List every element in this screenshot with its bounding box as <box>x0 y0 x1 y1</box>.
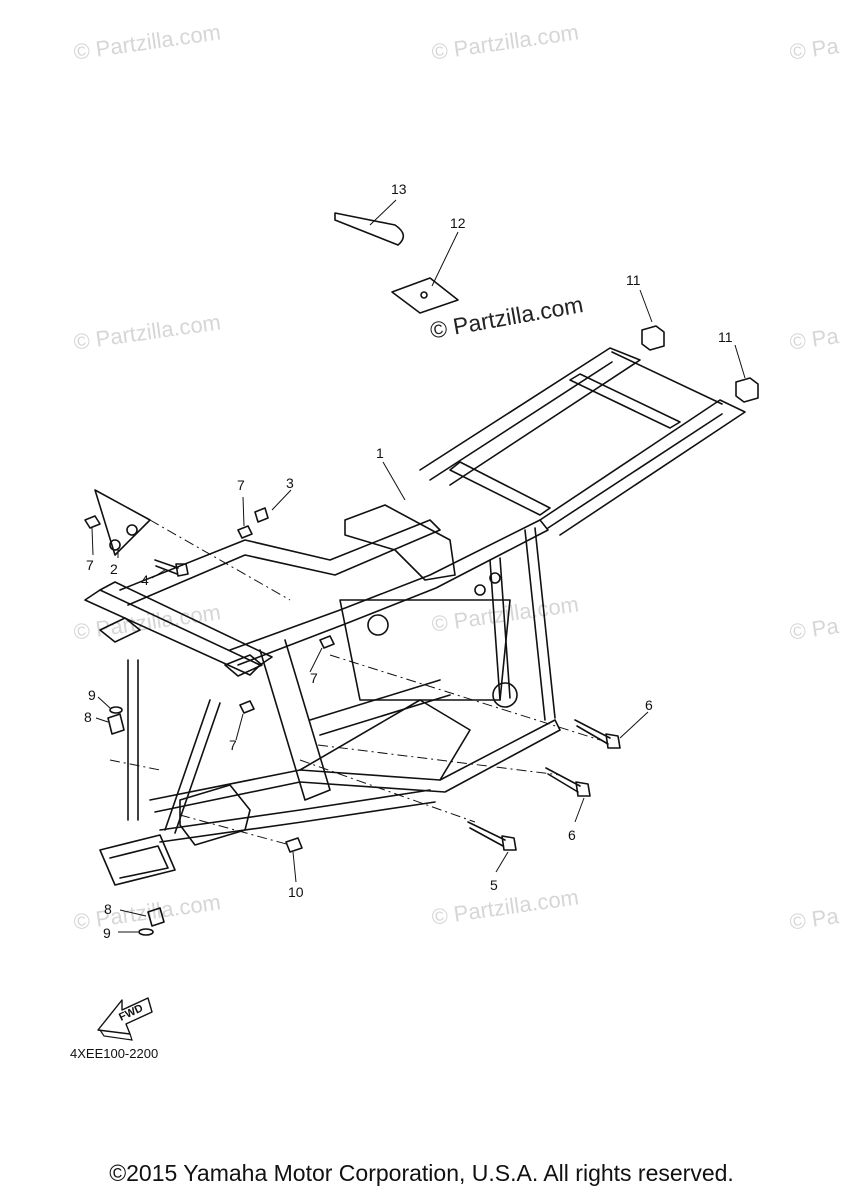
callout-4: 4 <box>141 572 149 588</box>
front-downtube-left <box>127 659 139 821</box>
front-bracket-a <box>99 617 141 643</box>
nut-part-7-b <box>237 525 253 539</box>
rear-downtube-mid <box>489 557 511 701</box>
callout-9: 9 <box>103 925 111 941</box>
callout-2: 2 <box>110 561 118 577</box>
bolt-part-6-a <box>574 719 611 745</box>
lower-crossbar-2 <box>309 679 451 736</box>
callout-3: 3 <box>286 475 294 491</box>
callout-8: 8 <box>104 901 112 917</box>
callout-1: 1 <box>376 445 384 461</box>
callout-7: 7 <box>237 477 245 493</box>
rear-rail-right-lower <box>547 413 723 529</box>
front-skid <box>99 834 176 886</box>
cap-part-11-a <box>641 325 665 351</box>
bolt-part-10 <box>285 837 303 853</box>
callout-10: 10 <box>288 884 304 900</box>
bolt-part-6-b <box>545 767 581 793</box>
rear-crossbar-top <box>611 351 723 405</box>
circlip-part-9-upper <box>109 706 123 714</box>
center-loop <box>259 639 331 801</box>
callout-13: 13 <box>391 181 407 197</box>
rear-rail-left-lower <box>429 361 613 481</box>
upper-main-tube-right <box>229 519 549 666</box>
nut-part-7-c <box>319 635 335 649</box>
nut-part-7-d <box>239 700 255 714</box>
callout-9: 9 <box>88 687 96 703</box>
collar-part-8-upper <box>107 713 125 735</box>
collar-part-8-lower <box>147 907 165 927</box>
lower-rail-left <box>149 719 561 813</box>
decal-part-13 <box>334 212 405 246</box>
bolt-part-3 <box>254 507 269 523</box>
fwd-arrow-icon: FWD <box>97 997 153 1041</box>
front-cross-member-2 <box>99 581 273 666</box>
callout-7: 7 <box>86 557 94 573</box>
callout-7: 7 <box>229 737 237 753</box>
callout-8: 8 <box>84 709 92 725</box>
callout-7: 7 <box>310 670 318 686</box>
diagram-code: 4XEE100-2200 <box>70 1046 159 1061</box>
front-downtube-right <box>164 699 221 834</box>
callout-11: 11 <box>718 329 733 345</box>
washer-group-outline <box>94 489 151 556</box>
rear-rail-right <box>539 399 746 536</box>
callout-12: 12 <box>450 215 466 231</box>
rear-rail-left <box>419 347 641 486</box>
callout-6: 6 <box>645 697 653 713</box>
washer-part-2-a <box>109 539 121 551</box>
center-plate <box>339 599 511 701</box>
rear-downtube-left <box>524 527 556 721</box>
callout-5: 5 <box>490 877 498 893</box>
callout-11: 11 <box>626 272 641 288</box>
plate-part-12 <box>391 277 459 314</box>
seat-bracket <box>344 504 456 581</box>
lower-rail-right <box>159 789 436 843</box>
rear-crossbar-front <box>449 461 551 516</box>
nut-part-7-a <box>84 515 101 529</box>
front-skid-inner <box>109 845 169 879</box>
bolt-part-4 <box>154 559 179 575</box>
lower-crossbar <box>299 699 471 781</box>
callout-6: 6 <box>568 827 576 843</box>
front-bracket-b <box>224 654 263 677</box>
cap-part-11-b <box>735 377 759 403</box>
copyright-notice: ©2015 Yamaha Motor Corporation, U.S.A. A… <box>109 1160 734 1186</box>
rear-crossbar-mid <box>569 373 681 429</box>
bolt-part-5 <box>467 821 506 847</box>
upper-main-tube-left <box>119 519 441 606</box>
washer-part-2-b <box>126 524 138 536</box>
front-block <box>179 784 251 846</box>
circlip-part-9-lower <box>138 928 154 936</box>
